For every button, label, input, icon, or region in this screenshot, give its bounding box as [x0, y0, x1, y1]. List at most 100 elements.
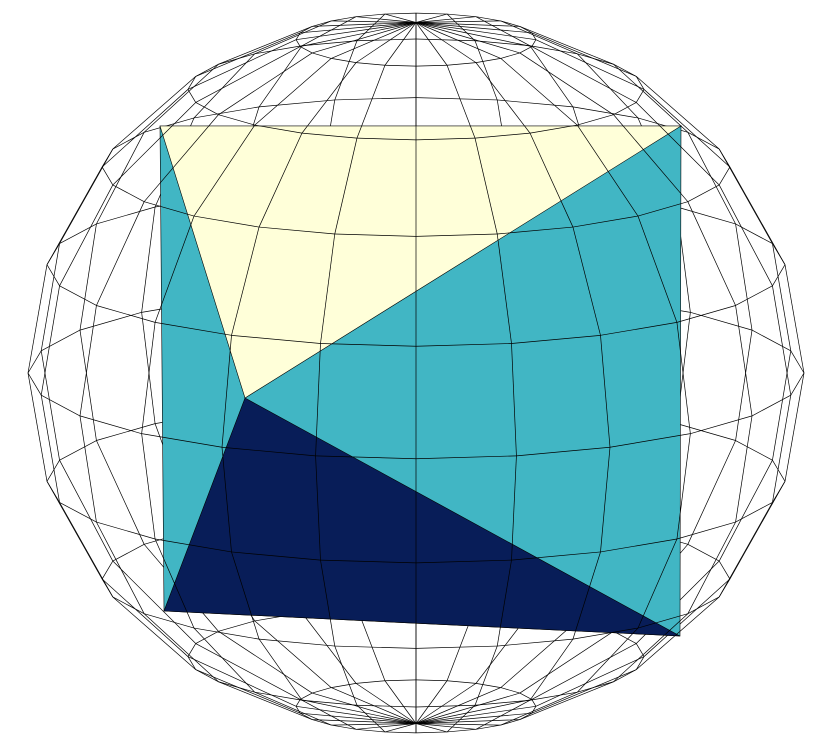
meridian-segment — [40, 395, 60, 503]
meridian-segment — [415, 13, 448, 23]
parallel-segment — [334, 97, 417, 101]
parallel-segment — [300, 46, 313, 54]
meridian-segment — [415, 16, 476, 23]
parallel-segment — [600, 322, 677, 336]
meridian-segment — [300, 712, 417, 724]
parallel-segment — [254, 691, 303, 701]
meridian-segment — [415, 22, 448, 66]
meridian-segment — [729, 481, 786, 580]
meridian-segment — [511, 455, 517, 561]
parallel-segment — [519, 692, 532, 700]
meridian-segment — [415, 683, 477, 724]
meridian-segment — [59, 184, 114, 286]
meridian-segment — [143, 114, 219, 202]
parallel-segment — [687, 544, 720, 562]
parallel-segment — [59, 285, 97, 306]
meridian-segment — [676, 433, 691, 540]
parallel-segment — [356, 62, 386, 66]
parallel-segment — [475, 58, 501, 63]
meridian-segment — [531, 46, 637, 103]
meridian-segment — [154, 215, 195, 323]
parallel-segment — [577, 114, 614, 126]
parallel-segment — [41, 394, 81, 417]
meridian-segment — [415, 22, 532, 34]
parallel-segment — [415, 455, 517, 460]
meridian-segment — [221, 447, 232, 552]
meridian-segment — [79, 415, 97, 523]
meridian-segment — [334, 138, 358, 235]
meridian-segment — [718, 502, 773, 598]
parallel-segment — [635, 643, 645, 657]
meridian-segment — [784, 264, 805, 374]
parallel-segment — [446, 62, 476, 66]
parallel-segment — [735, 285, 773, 306]
meridian-segment — [96, 521, 145, 614]
meridian-segment — [576, 124, 639, 217]
meridian-segment — [195, 32, 301, 77]
yellow-face — [159, 125, 683, 399]
meridian-segment — [735, 415, 753, 523]
parallel-segment — [415, 731, 448, 734]
parallel-segment — [27, 372, 42, 396]
parallel-segment — [751, 394, 791, 417]
parallel-segment — [415, 38, 476, 42]
parallel-segment — [446, 728, 476, 733]
parallel-segment — [356, 680, 386, 684]
parallel-segment — [46, 460, 60, 482]
parallel-segment — [193, 215, 260, 228]
parallel-segment — [301, 40, 358, 47]
meridian-segment — [572, 226, 601, 336]
sphere-front-wireframe — [27, 13, 805, 734]
parallel-segment — [687, 131, 720, 150]
parallel-segment — [572, 106, 639, 119]
parallel-segment — [144, 117, 195, 133]
meridian-segment — [356, 723, 417, 730]
parallel-segment — [195, 631, 219, 644]
meridian-segment — [79, 223, 97, 331]
parallel-segment — [295, 32, 301, 40]
meridian-segment — [577, 627, 639, 693]
parallel-segment — [529, 124, 578, 134]
meridian-segment — [643, 89, 731, 168]
meridian-segment — [301, 62, 357, 134]
meridian-segment — [718, 460, 773, 562]
parallel-segment — [356, 704, 417, 708]
meridian-segment — [218, 26, 313, 65]
meridian-segment — [101, 578, 189, 657]
parallel-segment — [144, 201, 195, 217]
meridian-segment — [221, 335, 232, 448]
parallel-segment — [101, 148, 114, 168]
parallel-segment — [772, 481, 786, 503]
meridian-segment — [112, 76, 196, 150]
parallel-segment — [613, 631, 637, 644]
parallel-segment — [735, 502, 773, 523]
parallel-segment — [315, 455, 417, 460]
meridian-segment — [519, 631, 614, 694]
parallel-segment — [497, 99, 573, 108]
parallel-segment — [637, 613, 688, 629]
meridian-segment — [772, 350, 792, 461]
meridian-segment — [613, 63, 689, 133]
parallel-segment — [500, 687, 520, 694]
parallel-segment — [415, 12, 448, 15]
parallel-segment — [295, 39, 301, 47]
meridian-segment — [141, 312, 156, 424]
meridian-segment — [577, 53, 639, 119]
parallel-segment — [735, 440, 773, 461]
parallel-segment — [613, 102, 637, 115]
meridian-segment — [331, 20, 417, 23]
parallel-segment — [511, 334, 601, 344]
parallel-segment — [195, 102, 219, 115]
meridian-segment — [415, 22, 520, 27]
meridian-segment — [312, 692, 417, 724]
meridian-segment — [301, 699, 357, 730]
meridian-segment — [258, 638, 303, 701]
meridian-segment — [415, 723, 501, 726]
parallel-segment — [96, 521, 156, 540]
parallel-segment — [331, 724, 357, 730]
parallel-segment — [415, 645, 498, 649]
parallel-segment — [384, 679, 417, 682]
meridian-segment — [529, 132, 574, 228]
meridian-segment — [195, 643, 301, 700]
meridian-segment — [101, 89, 189, 168]
